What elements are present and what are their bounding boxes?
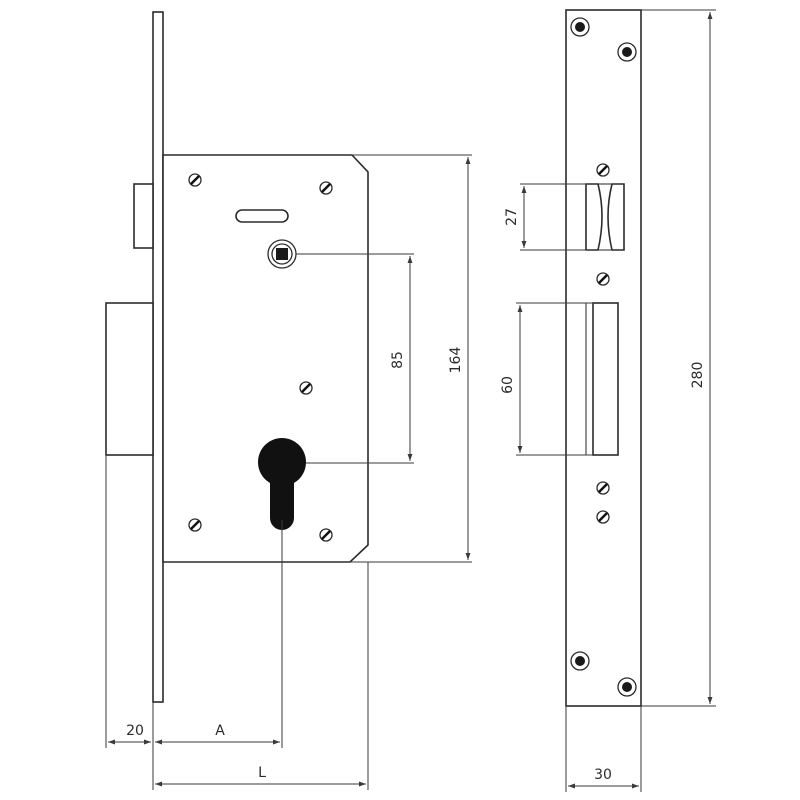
dimension-20: 20: [108, 723, 151, 745]
cylinder-hole: [257, 438, 307, 530]
mounting-screw-icon: [617, 42, 637, 62]
screw-icon: [596, 481, 610, 495]
dimension-label-280: 280: [690, 362, 706, 389]
dimension-label-60: 60: [500, 376, 516, 394]
dimension-label-30: 30: [594, 767, 612, 783]
screw-icon: [596, 272, 610, 286]
dead-bolt: [105, 302, 154, 456]
screw-icon: [188, 173, 202, 187]
mortise-lock-view: 85 164 20 A L: [105, 11, 472, 790]
dimension-label-20: 20: [126, 723, 144, 739]
spindle-hole: [267, 239, 297, 269]
screw-icon: [319, 181, 333, 195]
dimension-27: 27: [504, 183, 588, 251]
latch-bolt: [133, 183, 154, 249]
dimension-label-27: 27: [504, 208, 520, 226]
dimension-164: 164: [350, 154, 472, 563]
strike-plate-view: 27 60 280 30: [500, 9, 716, 792]
mounting-screw-icon: [617, 677, 637, 697]
screw-icon: [188, 518, 202, 532]
screw-icon: [596, 510, 610, 524]
dimension-label-164: 164: [448, 347, 464, 374]
dimension-60: 60: [500, 302, 593, 456]
bolt-receiver: [592, 302, 619, 456]
dimension-label-L: L: [258, 765, 266, 781]
screw-icon: [299, 381, 313, 395]
slot-hole: [235, 209, 289, 223]
dimension-L: L: [155, 765, 366, 787]
mounting-screw-icon: [570, 651, 590, 671]
dimension-label-85: 85: [390, 351, 406, 369]
dimension-280: 280: [641, 9, 716, 707]
dimension-30: 30: [565, 706, 642, 792]
lock-faceplate: [152, 11, 164, 703]
screw-icon: [596, 163, 610, 177]
dimension-A: A: [155, 723, 280, 745]
mounting-screw-icon: [570, 17, 590, 37]
screw-icon: [319, 528, 333, 542]
dimension-label-A: A: [215, 723, 225, 739]
dimension-85: 85: [296, 253, 414, 464]
latch-receiver-back: [607, 183, 625, 251]
latch-receiver: [585, 183, 603, 251]
